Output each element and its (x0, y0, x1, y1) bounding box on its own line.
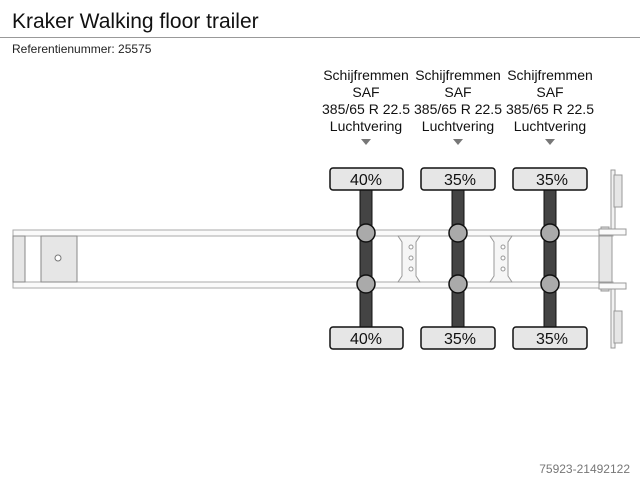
axle-1-tire: 385/65 R 22.5 (322, 101, 410, 117)
axle-1-brand: SAF (352, 84, 380, 100)
cross-member (397, 235, 513, 283)
arrow-down-icon (361, 139, 371, 145)
axle-label-3: Schijfremmen SAF 385/65 R 22.5 Luchtveri… (502, 67, 598, 135)
axle-label-1: Schijfremmen SAF 385/65 R 22.5 Luchtveri… (318, 67, 414, 135)
axle-1-load-top: 40% (350, 172, 382, 189)
axle-2-suspension: Luchtvering (421, 118, 495, 134)
axle-2-brand: SAF (444, 84, 472, 100)
axle-2-brake: Schijfremmen (415, 67, 501, 83)
axle-1-brake: Schijfremmen (323, 67, 409, 83)
axle-3-brake: Schijfremmen (507, 67, 593, 83)
axle-2-tire: 385/65 R 22.5 (414, 101, 502, 117)
wheel-top-1 (329, 167, 404, 191)
axle-3-tire: 385/65 R 22.5 (506, 101, 594, 117)
wheel-top-2 (420, 167, 496, 191)
axle-2: 35% 35% (420, 167, 496, 350)
axle-3-load-bottom: 35% (536, 331, 568, 348)
arrow-down-icon (453, 139, 463, 145)
axle-2-load-bottom: 35% (444, 331, 476, 348)
axle-1: 40% 40% (329, 167, 404, 350)
listing-id: 75923-21492122 (539, 462, 630, 476)
title-divider (0, 37, 640, 38)
axle-label-2: Schijfremmen SAF 385/65 R 22.5 Luchtveri… (410, 67, 506, 135)
axle-3: 35% 35% (512, 167, 588, 350)
wheel-bottom-3 (512, 326, 588, 350)
axle-1-load-bottom: 40% (350, 331, 382, 348)
page-title: Kraker Walking floor trailer (12, 10, 259, 33)
axle-1-suspension: Luchtvering (329, 118, 403, 134)
axle-2-load-top: 35% (444, 172, 476, 189)
arrow-down-icon (545, 139, 555, 145)
front-plate (598, 169, 627, 349)
axle-3-load-top: 35% (536, 172, 568, 189)
axle-3-brand: SAF (536, 84, 564, 100)
chassis-frame (12, 229, 614, 289)
axle-3-suspension: Luchtvering (513, 118, 587, 134)
wheel-top-3 (512, 167, 588, 191)
wheel-bottom-2 (420, 326, 496, 350)
wheel-bottom-1 (329, 326, 404, 350)
rear-bumper (12, 235, 78, 283)
reference-number: Referentienummer: 25575 (12, 42, 152, 56)
